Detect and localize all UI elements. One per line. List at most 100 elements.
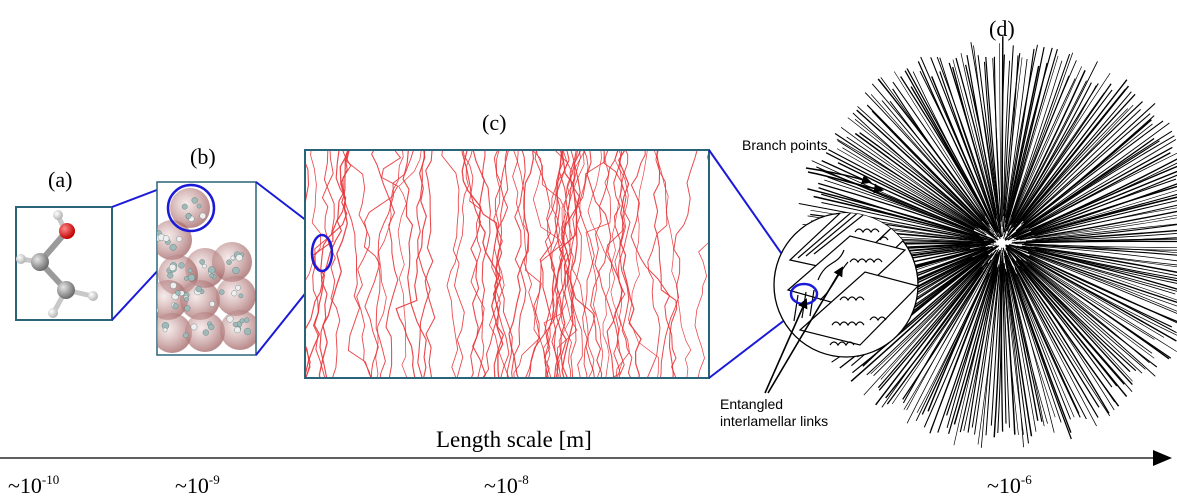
- scale-tick-base: ~10: [8, 473, 42, 498]
- atom-dot: [181, 203, 188, 210]
- atom-dot: [232, 266, 240, 275]
- spherulite-ray: [878, 249, 997, 391]
- spherulite-ray: [1012, 89, 1113, 228]
- polymer-chain: [305, 150, 322, 378]
- spherulite-ray: [834, 133, 976, 227]
- spherulite-ray: [842, 147, 980, 231]
- spherulite-ray: [993, 263, 1002, 438]
- bead: [212, 242, 252, 282]
- scale-tick-exponent: -9: [208, 472, 220, 487]
- spherulite-ray: [999, 43, 1003, 223]
- atom-dot: [187, 274, 196, 282]
- spherulite-ray: [936, 56, 997, 225]
- spherulite-ray: [840, 127, 986, 232]
- spherulite-ray: [1011, 52, 1074, 218]
- spherulite-ray: [1004, 269, 1030, 444]
- polymer-chain: [617, 150, 642, 378]
- spherulite-ray: [1025, 260, 1153, 354]
- polymer-chain: [614, 150, 630, 378]
- spherulite-ray: [1014, 80, 1087, 219]
- atom-dot: [209, 301, 216, 307]
- axis-arrowhead: [1153, 450, 1172, 466]
- polymer-chain: [544, 150, 563, 378]
- spherulite-ray: [1014, 238, 1177, 244]
- spherulite-ray: [866, 104, 991, 231]
- atom-dot: [202, 263, 207, 269]
- spherulite-ray: [953, 249, 1001, 425]
- spherulite-ray: [1005, 44, 1038, 221]
- polymer-chain: [562, 150, 595, 378]
- spherulite-ray: [1011, 207, 1177, 242]
- polymer-chain: [461, 150, 504, 378]
- spherulite-ray: [946, 253, 1000, 416]
- spherulite-ray: [863, 253, 993, 396]
- annotation-entangled: Entangled interlamellar links: [720, 396, 828, 430]
- spherulite-ray: [1022, 101, 1143, 222]
- polymer-chain: [646, 150, 668, 378]
- spherulite-ray: [1026, 264, 1146, 370]
- spherulite-ray: [1013, 260, 1115, 411]
- spherulite-ray: [816, 166, 994, 240]
- spherulite-ray: [877, 266, 983, 389]
- atom-dot: [202, 329, 209, 336]
- spherulite-ray: [1003, 255, 1039, 421]
- polymer-chain: [535, 150, 572, 378]
- spherulite-ray: [1016, 254, 1158, 368]
- spherulite-ray: [837, 162, 975, 231]
- spherulite-ray: [1001, 252, 1010, 428]
- spherulite-ray: [1007, 78, 1076, 231]
- atom-dot: [184, 296, 190, 302]
- spherulite-ray: [906, 250, 999, 424]
- spherulite-ray: [1026, 261, 1155, 359]
- bead: [157, 280, 188, 320]
- atom-dot: [162, 327, 168, 333]
- atom-dot: [169, 282, 177, 289]
- spherulite-ray: [963, 272, 997, 431]
- spherulite-ray: [811, 160, 996, 241]
- polymer-chain: [346, 150, 372, 378]
- spherulite-ray: [1008, 260, 1071, 420]
- atom-dot: [167, 272, 174, 279]
- polymer-chain: [375, 150, 404, 378]
- polymer-chain: [511, 150, 527, 378]
- spherulite-ray: [846, 136, 984, 231]
- spherulite-ray: [1004, 58, 1028, 219]
- bead: [216, 276, 256, 316]
- spherulite-ray: [1002, 53, 1021, 230]
- polymer-chain: [441, 150, 465, 378]
- polymer-chain: [395, 150, 427, 378]
- atom-dot: [243, 327, 252, 336]
- spherulite-ray: [1004, 251, 1072, 440]
- atom-dot: [183, 332, 189, 339]
- spherulite-ray: [857, 106, 978, 221]
- spherulite-ray: [930, 254, 998, 431]
- polymer-chain: [659, 150, 698, 378]
- polymer-chain: [370, 150, 399, 378]
- spherulite-ray: [1006, 245, 1165, 338]
- spherulite-ray: [1009, 245, 1177, 301]
- atom-dot: [232, 321, 238, 328]
- spherulite-ray: [1004, 85, 1130, 240]
- spherulite-ray: [1029, 246, 1177, 268]
- polymer-chain: [424, 150, 436, 378]
- spherulite-ray: [1013, 83, 1112, 227]
- spherulite-ray: [937, 254, 999, 433]
- scale-tick-exponent: -6: [1020, 472, 1032, 487]
- spherulite-ray: [977, 55, 1001, 229]
- polymer-chain: [397, 150, 422, 378]
- polymer-chain: [585, 150, 612, 378]
- spherulite-ray: [973, 45, 1000, 225]
- spherulite-ray: [893, 71, 986, 217]
- spherulite-ray: [818, 182, 980, 237]
- spherulite-ray: [917, 61, 997, 231]
- scale-tick: ~10-8: [484, 472, 529, 499]
- spherulite-ray: [1004, 249, 1075, 418]
- spherulite-ray: [828, 149, 976, 230]
- atom-dot: [226, 259, 232, 265]
- spherulite-ray: [825, 152, 987, 236]
- spherulite-ray: [990, 255, 1002, 426]
- spherulite-ray: [1028, 146, 1173, 229]
- spherulite-ray: [1010, 69, 1086, 226]
- spherulite-ray: [1008, 244, 1177, 290]
- polymer-chain: [627, 150, 659, 378]
